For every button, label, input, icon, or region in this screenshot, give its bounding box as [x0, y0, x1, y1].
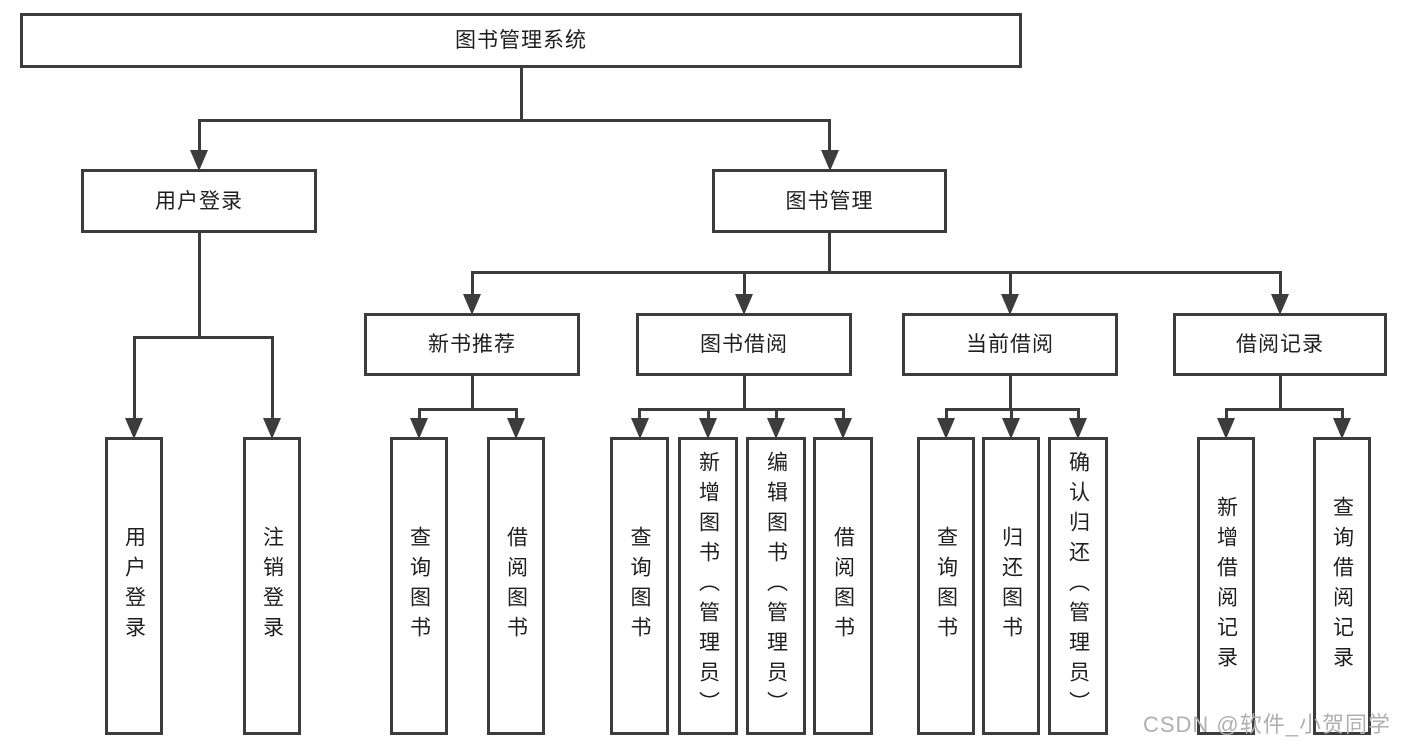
connector-line — [470, 376, 474, 411]
watermark: CSDN @软件_小贺同学 — [1142, 712, 1391, 737]
connector-arrowhead-icon — [263, 418, 281, 439]
connector-line — [1076, 408, 1080, 422]
connector-line — [417, 408, 421, 422]
connector-line — [944, 408, 948, 422]
connector-line — [1340, 408, 1344, 422]
node-book-borrow: 图书借阅 — [636, 313, 852, 376]
node-label: 图书借阅 — [700, 333, 788, 356]
connector-line — [1278, 376, 1282, 411]
node-bb-query: 查询图书 — [610, 437, 669, 735]
node-bb-borrow: 借阅图书 — [813, 437, 873, 735]
connector-line — [470, 271, 474, 298]
node-label: 当前借阅 — [966, 333, 1054, 356]
node-label: 编辑图书（管理员） — [764, 451, 788, 721]
node-br-query: 查询借阅记录 — [1313, 437, 1371, 735]
connector-line — [132, 336, 136, 422]
connector-line — [514, 408, 518, 422]
connector-arrowhead-icon — [834, 418, 852, 439]
node-br-add: 新增借阅记录 — [1197, 437, 1255, 735]
connector-line — [1224, 408, 1228, 422]
node-label: 注销登录 — [260, 526, 284, 646]
connector-arrowhead-icon — [1069, 418, 1087, 439]
node-label: 借阅记录 — [1236, 333, 1324, 356]
node-label: 新增图书（管理员） — [696, 451, 720, 721]
connector-arrowhead-icon — [767, 418, 785, 439]
node-label: 新增借阅记录 — [1214, 496, 1238, 676]
connector-arrowhead-icon — [125, 418, 143, 439]
node-label: 归还图书 — [999, 526, 1023, 646]
node-label: 用户登录 — [122, 526, 146, 646]
node-borrow-records: 借阅记录 — [1173, 313, 1387, 376]
connector-line — [742, 271, 746, 298]
connector-arrowhead-icon — [410, 418, 428, 439]
connector-line — [828, 119, 831, 154]
node-nb-borrow: 借阅图书 — [487, 437, 545, 735]
node-login: 用户登录 — [105, 437, 163, 735]
connector-line — [1008, 271, 1012, 298]
connector-line — [706, 408, 710, 422]
node-root: 图书管理系统 — [20, 13, 1022, 68]
connector-line — [1224, 408, 1344, 411]
connector-line — [638, 408, 641, 422]
connector-line — [1009, 408, 1013, 422]
connector-arrowhead-icon — [1002, 418, 1020, 439]
node-bb-edit: 编辑图书（管理员） — [746, 437, 806, 735]
connector-line — [197, 233, 201, 339]
node-bb-add: 新增图书（管理员） — [678, 437, 738, 735]
connector-line — [1008, 376, 1012, 411]
node-label: 新书推荐 — [428, 333, 516, 356]
connector-line — [841, 408, 845, 422]
node-cb-confirm: 确认归还（管理员） — [1048, 437, 1108, 735]
connector-line — [774, 408, 778, 422]
connector-arrowhead-icon — [937, 418, 955, 439]
connector-arrowhead-icon — [1333, 418, 1351, 439]
connector-arrowhead-icon — [735, 294, 753, 315]
connector-line — [197, 119, 201, 154]
connector-line — [270, 336, 274, 422]
connector-line — [1278, 271, 1282, 298]
node-label: 借阅图书 — [504, 526, 528, 646]
connector-line — [519, 68, 523, 122]
node-label: 查询图书 — [407, 526, 431, 646]
node-book-mgmt: 图书管理 — [712, 169, 947, 233]
connector-line — [470, 271, 1282, 274]
node-cb-query: 查询图书 — [917, 437, 975, 735]
node-label: 图书管理系统 — [455, 29, 587, 52]
node-label: 查询借阅记录 — [1330, 496, 1354, 676]
connector-arrowhead-icon — [507, 418, 525, 439]
node-label: 确认归还（管理员） — [1066, 451, 1090, 721]
node-cb-return: 归还图书 — [982, 437, 1040, 735]
node-label: 图书管理 — [785, 189, 874, 213]
node-user-login: 用户登录 — [81, 169, 317, 233]
connector-line — [828, 233, 831, 274]
connector-line — [742, 376, 746, 411]
connector-arrowhead-icon — [190, 150, 208, 171]
connector-arrowhead-icon — [1001, 294, 1019, 315]
connector-arrowhead-icon — [820, 150, 839, 171]
node-label: 借阅图书 — [831, 526, 855, 646]
connector-arrowhead-icon — [463, 294, 481, 315]
node-new-book-rec: 新书推荐 — [364, 313, 580, 376]
node-logout: 注销登录 — [243, 437, 301, 735]
node-label: 用户登录 — [155, 189, 243, 213]
connector-arrowhead-icon — [1217, 418, 1235, 439]
node-current-borrow: 当前借阅 — [902, 313, 1118, 376]
connector-line — [197, 119, 831, 122]
connector-arrowhead-icon — [699, 418, 717, 439]
connector-line — [417, 408, 518, 411]
connector-arrowhead-icon — [630, 418, 649, 439]
node-nb-query: 查询图书 — [390, 437, 448, 735]
connector-arrowhead-icon — [1271, 294, 1289, 315]
connector-line — [132, 336, 274, 339]
node-label: 查询图书 — [934, 526, 958, 646]
node-label: 查询图书 — [628, 526, 651, 646]
connector-line — [638, 408, 845, 411]
